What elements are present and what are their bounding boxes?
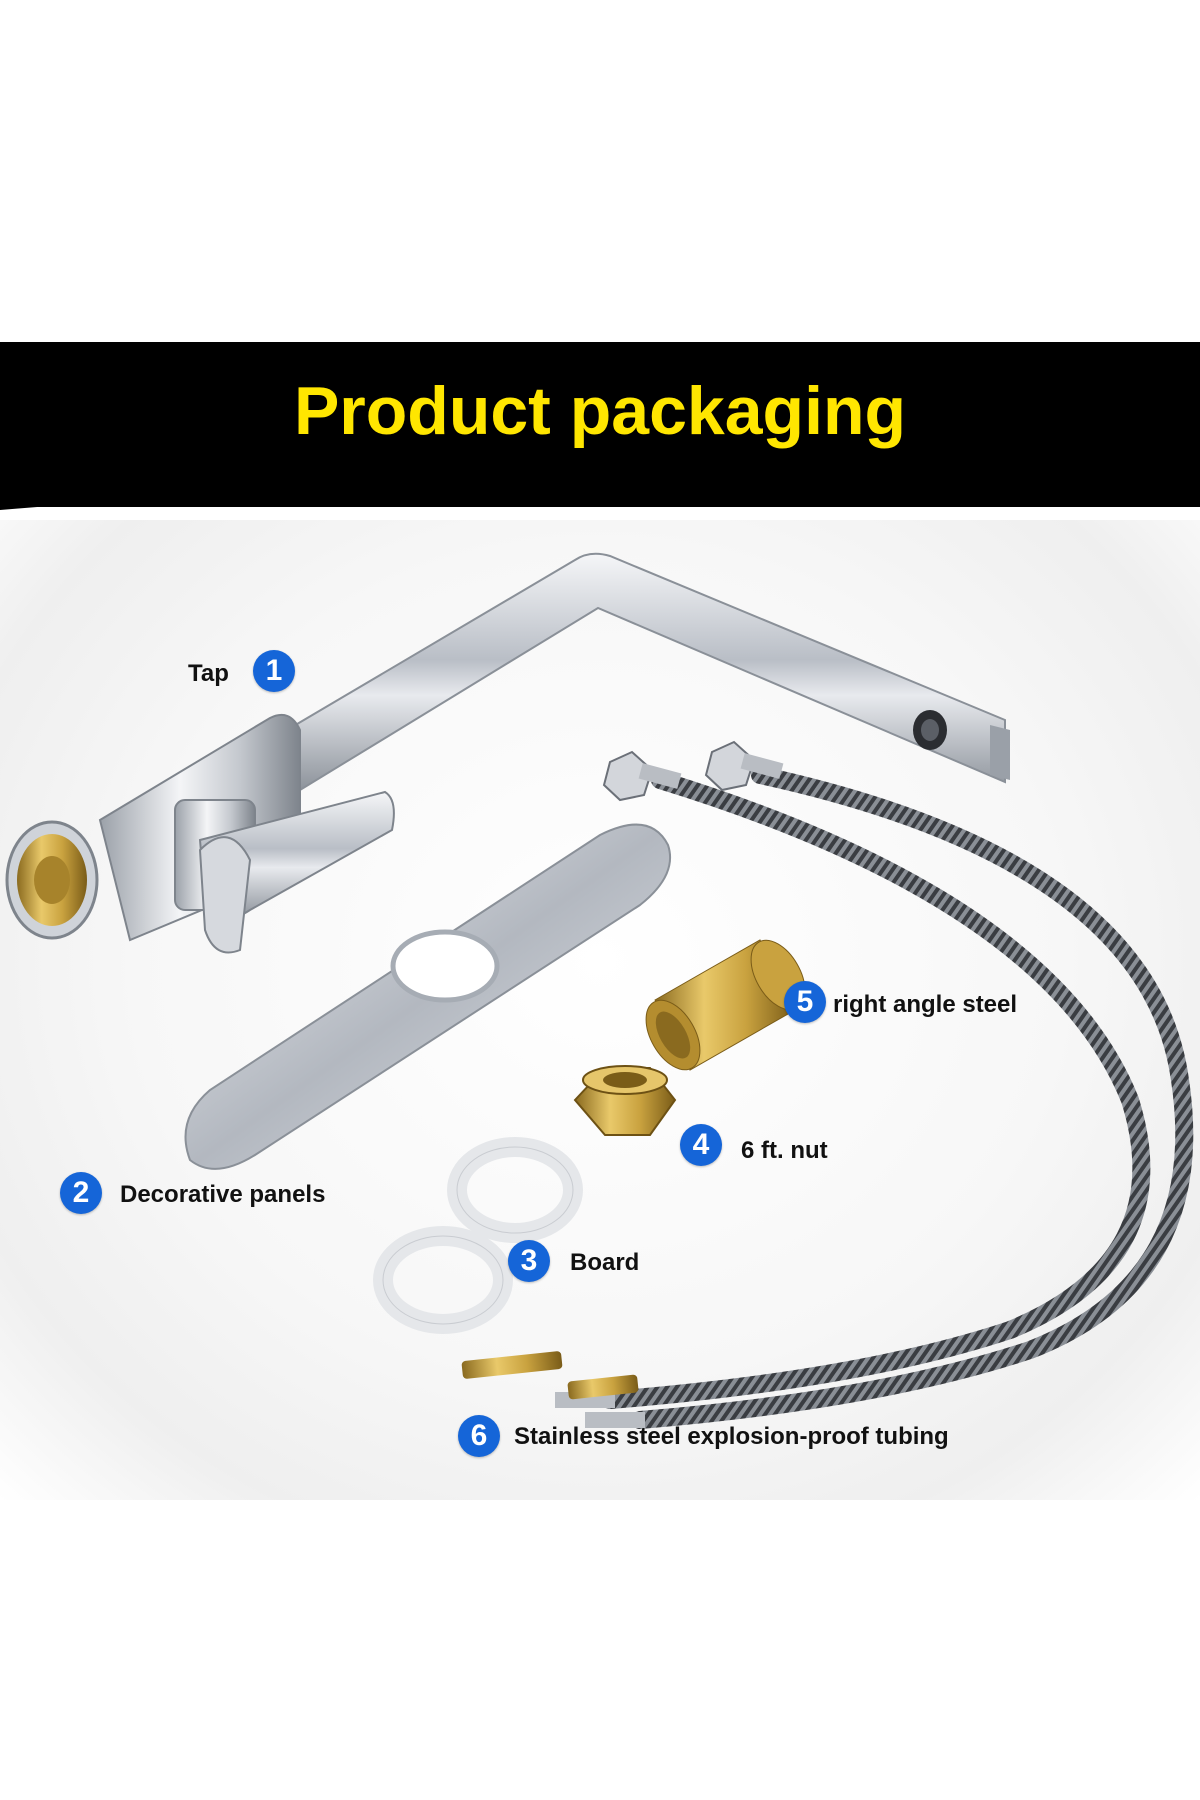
part-label-board: Board — [570, 1249, 640, 1276]
part-label-tap: Tap — [188, 660, 229, 687]
brass-pipe — [645, 939, 806, 1071]
decorative-panel — [184, 823, 672, 1170]
banner-curve — [0, 470, 1200, 510]
part-label-right-angle-steel: right angle steel — [833, 991, 1018, 1018]
hex-nut — [573, 1065, 677, 1136]
part-label-decorative-panels: Decorative panels — [120, 1181, 326, 1208]
tap-faucet — [5, 552, 1010, 954]
part-number-badge-2: 2 — [60, 1172, 102, 1214]
braided-hoses — [461, 740, 1194, 1429]
part-number-badge-1: 1 — [253, 650, 295, 692]
part-label-tubing: Stainless steel explosion-proof tubing — [514, 1423, 949, 1450]
page-title: Product packaging — [293, 373, 907, 449]
part-number-badge-5: 5 — [784, 981, 826, 1023]
part-number-badge-3: 3 — [508, 1240, 550, 1282]
part-number-badge-4: 4 — [680, 1124, 722, 1166]
part-label-nut: 6 ft. nut — [741, 1137, 828, 1164]
part-number-badge-6: 6 — [458, 1415, 500, 1457]
gaskets — [373, 1137, 583, 1334]
